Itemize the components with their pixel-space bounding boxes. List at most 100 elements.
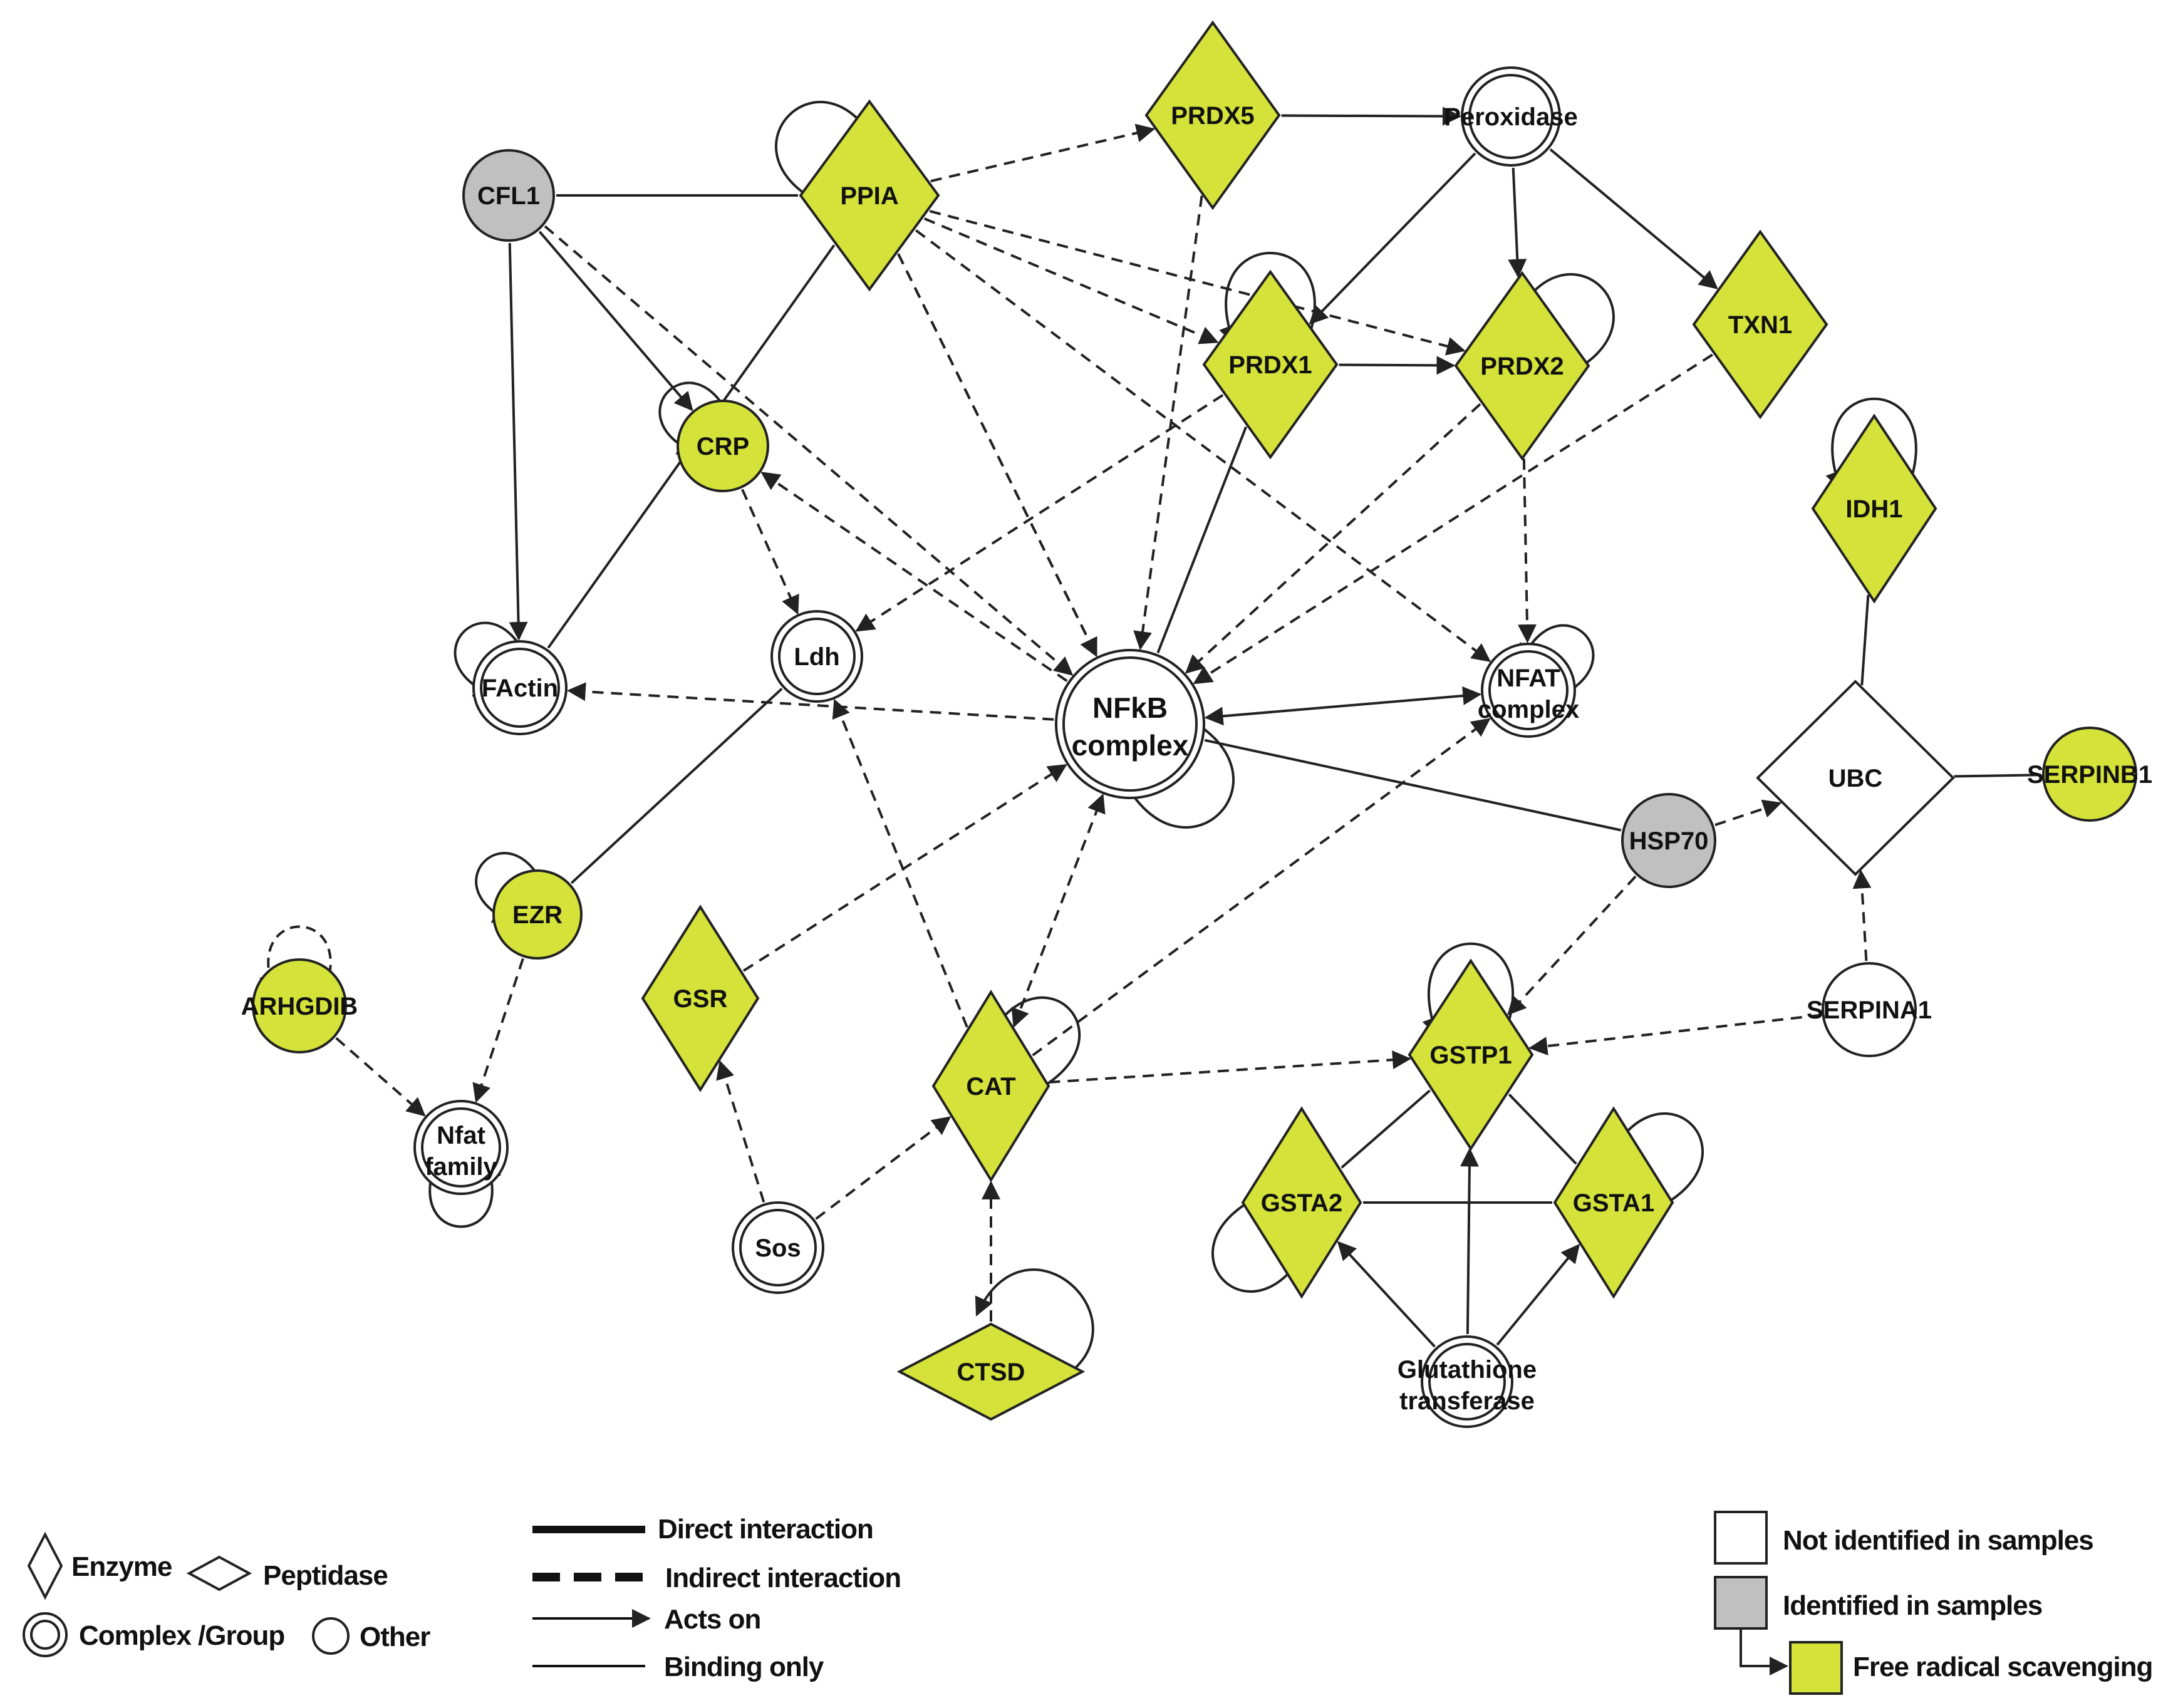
- edge-cat-gstp1: [1049, 1050, 1412, 1084]
- edge-gt-gsta2: [1337, 1241, 1436, 1348]
- node-label: GSTP1: [1429, 1042, 1512, 1069]
- node-label: Nfat: [437, 1122, 485, 1149]
- node-txn1[interactable]: TXN1: [1692, 229, 1828, 420]
- node-serpinb1[interactable]: SERPINB1: [2027, 727, 2152, 822]
- node-hsp70[interactable]: HSP70: [1621, 793, 1716, 888]
- node-cat[interactable]: CAT: [931, 990, 1050, 1183]
- self-loops-layer: [259, 101, 1917, 1387]
- self-loop-gsta2: [1211, 1192, 1313, 1293]
- node-label: PRDX5: [1171, 102, 1254, 130]
- self-loop-ppia: [775, 101, 881, 208]
- node-gstp1[interactable]: GSTP1: [1408, 958, 1534, 1151]
- node-sos[interactable]: Sos: [732, 1201, 824, 1294]
- node-shape-enzyme: [1144, 20, 1281, 210]
- self-loop-ezr: [475, 852, 546, 923]
- node-gsta2[interactable]: GSTA2: [1241, 1106, 1362, 1299]
- node-label: Ldh: [794, 643, 839, 671]
- node-shape-complex-inner: [1468, 74, 1553, 159]
- legend-fills: Not identified in samples Identified in …: [1714, 1511, 2153, 1695]
- node-ezr[interactable]: EZR: [492, 869, 583, 960]
- node-label: FActin: [482, 675, 558, 702]
- node-arhgdib[interactable]: ARHGDIB: [241, 958, 358, 1053]
- node-prdx5[interactable]: PRDX5: [1144, 20, 1281, 210]
- node-label: PRDX1: [1228, 351, 1312, 379]
- legend-enzyme-label: Enzyme: [71, 1551, 172, 1582]
- legend-scavenging-swatch: [1789, 1641, 1843, 1695]
- edge-nfkb-crp: [760, 472, 1068, 682]
- self-loop-idh1: [1825, 397, 1917, 490]
- edge-cat-nfkb: [1011, 794, 1106, 1028]
- node-label: GSTA1: [1573, 1189, 1654, 1217]
- self-loop-ctsd: [975, 1268, 1094, 1387]
- node-factin[interactable]: FActin: [472, 640, 568, 735]
- node-shape-enzyme: [1408, 958, 1534, 1151]
- edge-prdx2-nfkb: [1185, 403, 1481, 674]
- legend-not-identified-swatch: [1714, 1511, 1768, 1565]
- node-ctsd[interactable]: CTSD: [896, 1322, 1086, 1421]
- node-label-line2: transferase: [1399, 1387, 1535, 1415]
- edges-layer: [335, 106, 2041, 1348]
- node-shape-complex-inner: [739, 1209, 817, 1286]
- node-ppia[interactable]: PPIA: [799, 99, 940, 292]
- node-gsta1[interactable]: GSTA1: [1553, 1106, 1674, 1299]
- node-shape-complex-inner: [778, 618, 856, 695]
- edge-nfkb-factin: [566, 682, 1054, 721]
- node-prdx2[interactable]: PRDX2: [1454, 271, 1590, 461]
- edge-peroxidase-txn1: [1549, 148, 1718, 290]
- node-shape-enzyme: [1811, 413, 1937, 604]
- node-label-line2: complex: [1478, 696, 1579, 723]
- edge-peroxidase-prdx2: [1508, 167, 1527, 278]
- edge-gsr-nfkb: [742, 763, 1067, 972]
- edge-prdx1-nfkb: [1156, 426, 1248, 654]
- edge-nfkb-hsp70: [1204, 738, 1622, 832]
- node-crp[interactable]: CRP: [677, 400, 769, 492]
- self-loop-gsta1: [1602, 1112, 1704, 1213]
- edge-ppia-prdx2: [929, 210, 1466, 356]
- node-peroxidase[interactable]: Peroxidase: [1444, 66, 1578, 167]
- node-cfl1[interactable]: CFL1: [462, 149, 555, 242]
- legend-actson-label: Acts on: [664, 1604, 760, 1635]
- edge-sos-gsr: [716, 1060, 765, 1203]
- node-label: ARHGDIB: [241, 993, 358, 1020]
- node-label: PRDX2: [1480, 353, 1564, 380]
- node-prdx1[interactable]: PRDX1: [1202, 269, 1339, 460]
- node-shape-enzyme: [641, 904, 760, 1092]
- node-shape-complex-inner: [1062, 656, 1198, 792]
- node-label: HSP70: [1629, 827, 1709, 855]
- node-serpina1[interactable]: SERPINA1: [1807, 962, 1932, 1057]
- legend-scavenging-connector: [1740, 1628, 1788, 1675]
- edge-gt-gsta1: [1496, 1243, 1580, 1346]
- node-idh1[interactable]: IDH1: [1811, 413, 1937, 604]
- edge-prdx5-peroxidase: [1281, 106, 1462, 126]
- edge-sos-cat: [815, 1116, 952, 1220]
- legend-complex-label: Complex /Group: [79, 1620, 284, 1651]
- legend-binding-label: Binding only: [664, 1652, 824, 1682]
- node-shape-enzyme: [1756, 680, 1955, 876]
- node-label: CTSD: [957, 1359, 1025, 1386]
- edge-ubc-serpinb1: [1954, 774, 2041, 778]
- node-ubc[interactable]: UBC: [1756, 680, 1955, 876]
- edge-ezr-nfat: [472, 958, 524, 1103]
- legend-identified-swatch: [1714, 1576, 1768, 1630]
- node-gsr[interactable]: GSR: [641, 904, 760, 1092]
- edge-serpina1-ubc: [1852, 869, 1872, 961]
- node-label-line2: complex: [1072, 729, 1189, 762]
- node-shape-circle: [492, 869, 583, 960]
- self-loop-nfat: [428, 1161, 502, 1228]
- self-loop-crp: [658, 381, 732, 455]
- node-shape-enzyme: [1553, 1106, 1674, 1299]
- node-shape-enzyme: [1454, 271, 1590, 461]
- legend-identified-label: Identified in samples: [1783, 1590, 2042, 1621]
- node-label: TXN1: [1728, 311, 1792, 339]
- node-label: GSR: [673, 985, 728, 1013]
- node-ldh[interactable]: Ldh: [770, 610, 863, 703]
- edge-gstp1-gsta2: [1341, 1089, 1431, 1169]
- node-shape-complex-inner: [1428, 1343, 1506, 1421]
- node-label: Peroxidase: [1444, 103, 1577, 131]
- edge-prdx5-nfkb: [1133, 195, 1203, 651]
